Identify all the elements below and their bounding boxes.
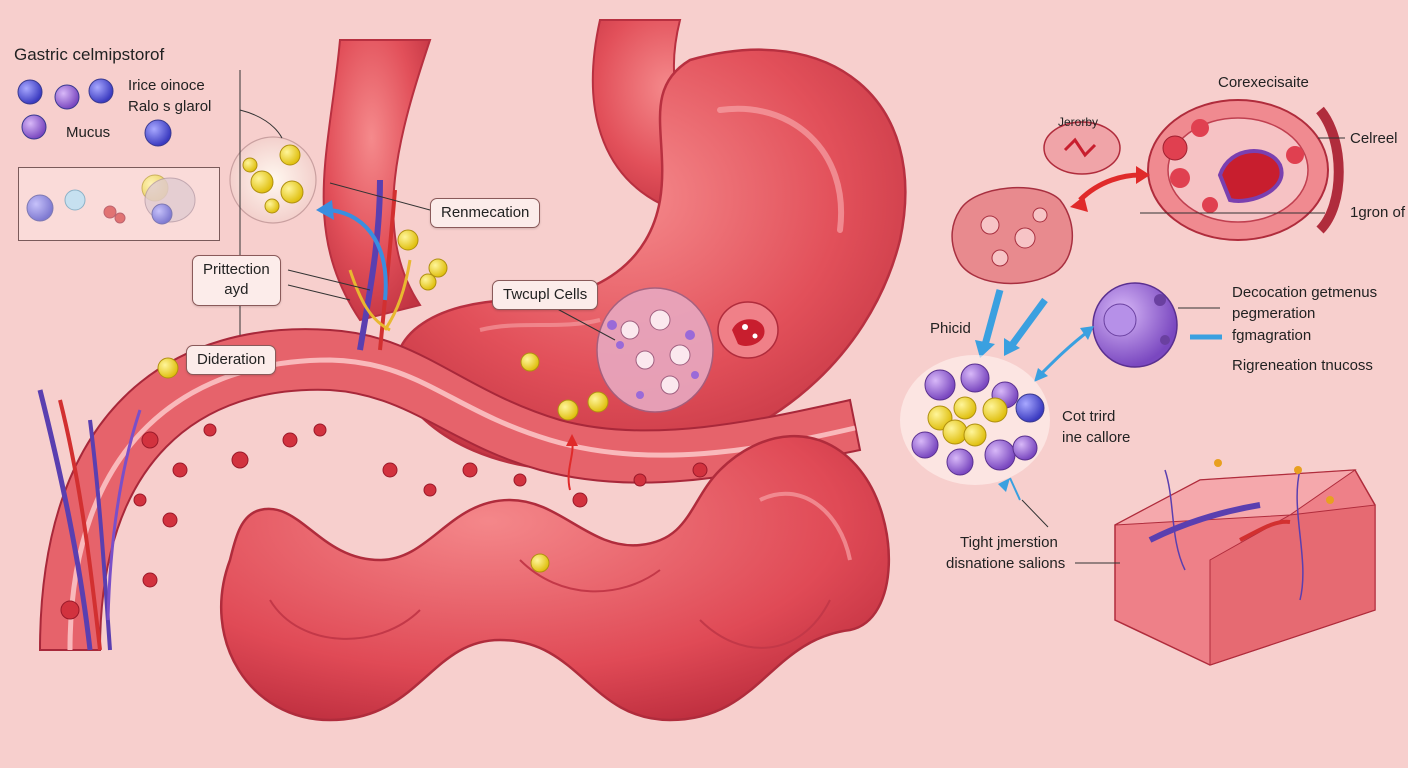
legend-item-2: Ralo s glarol <box>128 98 212 115</box>
legend-inset-box <box>18 167 220 241</box>
blood-vessels <box>37 179 412 651</box>
mucosa-cells <box>60 423 708 620</box>
label-phicid: Phicid <box>930 320 971 337</box>
flow-arrows-left <box>316 200 578 491</box>
yellow-cells <box>157 229 609 573</box>
label-cot-1: Cot trird <box>1062 408 1116 425</box>
tissue-chunk <box>951 186 1074 285</box>
label-igron: 1gron of <box>1350 204 1406 221</box>
tissue-block <box>1114 459 1376 666</box>
small-lesion-cell <box>1043 121 1121 175</box>
callout-renewal: Renmecation <box>430 198 541 229</box>
small-intestine <box>220 435 891 722</box>
label-decoration-2: pegmeration <box>1232 305 1316 322</box>
callout-cells: Twcupl Cells <box>492 280 599 311</box>
cell-cluster-stomach <box>596 287 714 413</box>
label-corex: Corexecisaite <box>1218 74 1309 91</box>
stomach-lesion <box>717 301 779 359</box>
purple-cell <box>1092 282 1178 368</box>
callout-protection-line2: ayd <box>224 281 249 299</box>
label-decoration-1: Decocation getmenus <box>1232 284 1378 301</box>
label-decoration-3: fgmagration <box>1232 327 1312 344</box>
callout-protection-line1: Prittection <box>203 261 270 278</box>
legend-item-mucus: Mucus <box>66 124 111 141</box>
label-regeneration: Rigreneation tnucoss <box>1232 357 1373 374</box>
legend-title: Gastric celmipstorof <box>14 45 165 64</box>
legend-item-1: Irice oinoce <box>128 77 205 94</box>
cell-cluster-right <box>900 355 1050 485</box>
label-celreel: Celreel <box>1350 130 1398 147</box>
cross-section <box>1147 99 1344 241</box>
label-tight-1: Tight jmerstion <box>960 534 1058 551</box>
label-tight-2: disnatione salions <box>946 555 1066 572</box>
label-jerorby: Jerorby <box>1058 115 1099 129</box>
label-cot-2: ine callore <box>1062 429 1131 446</box>
red-double-arrow <box>1070 166 1150 212</box>
legend-cells <box>17 78 196 225</box>
renewal-bubble <box>229 136 317 224</box>
leader-lines-right <box>1021 137 1345 564</box>
callout-protection: Prittection ayd <box>192 255 281 306</box>
callout-dideration: Dideration <box>186 345 277 376</box>
blue-arrows-right <box>975 289 1222 501</box>
mucosa-layer <box>38 328 862 651</box>
